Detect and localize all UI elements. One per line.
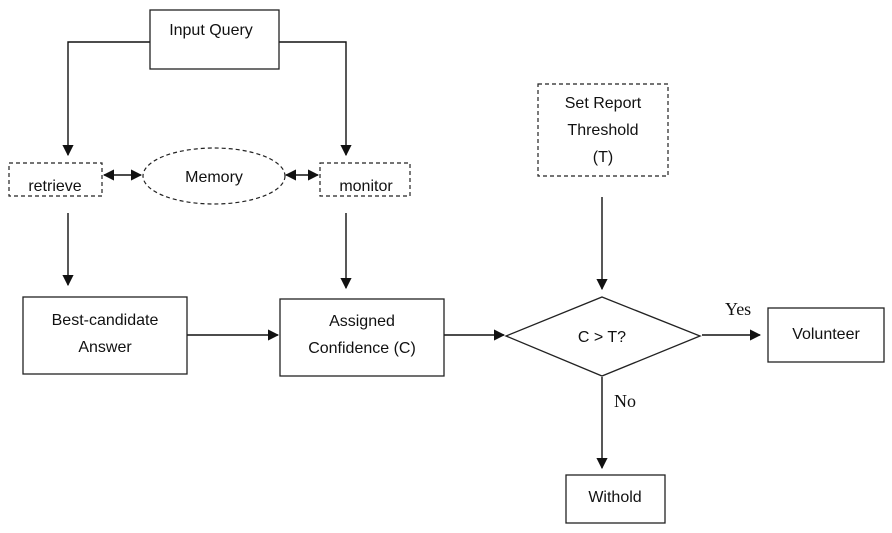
volunteer-label: Volunteer <box>792 326 860 343</box>
threshold-label-line-2: Threshold <box>567 122 638 139</box>
best-candidate-label-line-1: Best-candidate <box>52 312 159 329</box>
node-memory: Memory <box>142 147 286 205</box>
node-monitor: monitor <box>319 162 411 197</box>
input-query-label: Input Query <box>169 22 253 39</box>
edge-input-to-monitor <box>279 41 352 157</box>
confidence-label-line-2: Confidence (C) <box>308 340 416 357</box>
decision-label: C > T? <box>578 329 626 346</box>
monitor-label: monitor <box>339 178 393 195</box>
node-volunteer: Volunteer <box>767 307 885 363</box>
node-input-query: Input Query <box>149 9 280 70</box>
node-set-threshold: Set Report Threshold (T) <box>537 83 669 177</box>
retrieve-label: retrieve <box>28 178 81 195</box>
node-decision: C > T? <box>504 296 702 377</box>
node-retrieve: retrieve <box>8 162 103 197</box>
edge-label-yes: Yes <box>725 299 751 319</box>
withold-label: Withold <box>588 489 641 506</box>
threshold-label-line-3: (T) <box>593 149 613 166</box>
edge-label-no: No <box>614 391 636 411</box>
memory-label: Memory <box>185 169 243 186</box>
node-assigned-confidence: Assigned Confidence (C) <box>279 298 445 377</box>
confidence-label-line-1: Assigned <box>329 313 395 330</box>
node-withold: Withold <box>565 474 666 524</box>
best-candidate-label-line-2: Answer <box>78 339 132 356</box>
edges <box>62 41 762 470</box>
node-best-candidate: Best-candidate Answer <box>22 296 188 375</box>
edge-input-to-retrieve <box>62 41 150 157</box>
threshold-label-line-1: Set Report <box>565 95 642 112</box>
